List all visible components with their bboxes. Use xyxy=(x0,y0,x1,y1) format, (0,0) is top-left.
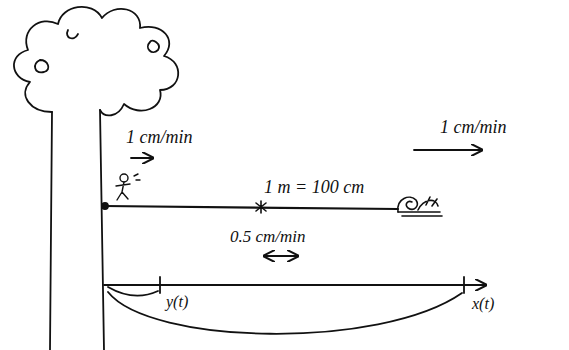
y-brace xyxy=(108,287,158,296)
ant-mark xyxy=(256,201,266,213)
distance-label: x(t) xyxy=(470,295,496,313)
length-label: 1 m = 100 cm xyxy=(262,178,366,198)
rope-anchor xyxy=(102,203,108,209)
tree-loops xyxy=(35,30,159,72)
tree-canopy xyxy=(14,7,178,116)
velocity-arrow xyxy=(264,255,298,257)
distance-label: y(t) xyxy=(164,293,190,311)
tree-trunk xyxy=(50,110,104,350)
velocity-arrow xyxy=(131,157,153,159)
axis-tick xyxy=(160,277,464,293)
speed-label: 1 cm/min xyxy=(438,118,509,138)
x-brace xyxy=(108,292,462,334)
speed-label: 0.5 cm/min xyxy=(228,228,308,247)
speed-label: 1 cm/min xyxy=(124,128,195,148)
distance-axis xyxy=(104,284,486,286)
person-figure xyxy=(116,174,140,200)
velocity-arrow xyxy=(414,149,482,151)
snail-figure xyxy=(398,197,442,216)
rope-line xyxy=(104,206,398,209)
